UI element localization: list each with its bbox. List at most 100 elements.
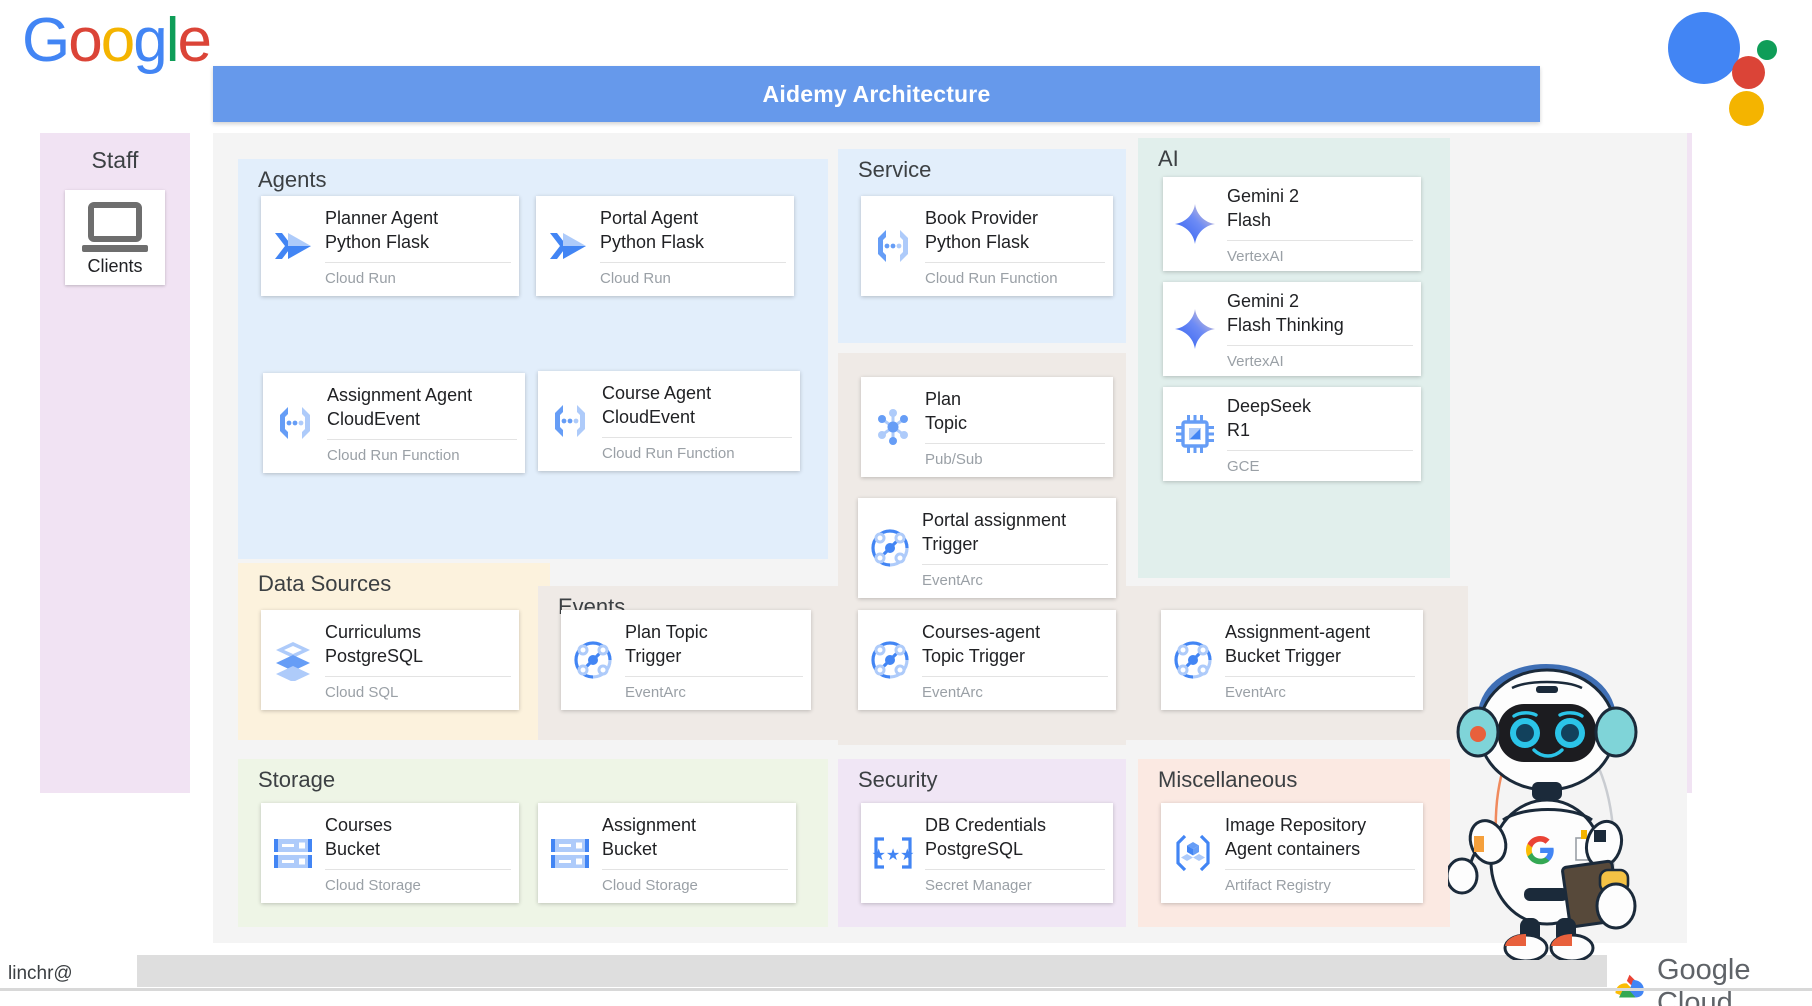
cloud-sql-icon (261, 610, 325, 710)
google-logo-letter-g: G (22, 6, 70, 75)
group-storage-heading: Storage (258, 767, 336, 792)
staff-panel: Staff Clients (40, 133, 190, 793)
gemini-sparkle-icon (1163, 177, 1227, 271)
card-service: Pub/Sub (925, 443, 1105, 476)
staff-clients-label: Clients (87, 256, 143, 276)
cloud-function-icon (263, 373, 327, 473)
staff-clients-card[interactable]: Clients (65, 190, 165, 285)
card-service: Cloud Storage (602, 869, 788, 902)
cloud-run-icon (261, 196, 325, 296)
google-cloud-logo-text: Google Cloud (1656, 954, 1751, 1006)
eventarc-icon (858, 498, 922, 598)
card-service: Secret Manager (925, 869, 1105, 902)
card-service: Cloud Run Function (925, 262, 1105, 295)
card-service: Artifact Registry (1225, 869, 1415, 902)
bucket-icon (261, 803, 325, 903)
eventarc-icon (858, 610, 922, 710)
group-data-sources-heading: Data Sources (258, 571, 392, 596)
google-logo-letter-e: e (177, 6, 212, 75)
google-cloud-logo: Google Cloud (1612, 954, 1812, 1006)
bucket-icon (538, 803, 602, 903)
page-title: Aidemy Architecture (762, 80, 991, 107)
card-service: EventArc (1225, 676, 1415, 709)
chip-icon (1163, 387, 1227, 481)
group-miscellaneous-heading: Miscellaneous (1158, 767, 1298, 792)
cloud-run-icon (536, 196, 600, 296)
secret-manager-icon: ★★★ (861, 803, 925, 903)
staff-panel-heading: Staff (91, 147, 139, 173)
card-service: Cloud Run Function (602, 437, 792, 470)
google-cloud-logo-icon (1615, 974, 1644, 998)
card-service: Cloud SQL (325, 676, 511, 709)
assistant-dot-red (1732, 56, 1765, 89)
card-service: Cloud Run (600, 262, 786, 295)
gemini-sparkle-icon (1163, 282, 1227, 376)
assistant-dot-yellow (1729, 91, 1764, 126)
footer-user: linchr@ (8, 963, 73, 984)
google-cloud-robot-mascot-icon (1445, 630, 1643, 963)
card-service: Cloud Storage (325, 869, 511, 902)
google-assistant-dots-icon (1668, 8, 1792, 126)
card-service: EventArc (922, 564, 1108, 597)
architecture-canvas: AI Agents Service Data Sources Events St… (213, 133, 1687, 943)
pubsub-icon (861, 377, 925, 477)
google-logo-letter-l: l (165, 6, 180, 75)
laptop-icon (82, 202, 148, 252)
group-service-heading: Service (858, 157, 932, 182)
footer-progress-bar (137, 955, 1607, 987)
google-logo-letter-g2: g (133, 6, 168, 75)
eventarc-icon (561, 610, 625, 710)
card-service: VertexAI (1227, 345, 1413, 378)
assistant-dot-blue (1668, 12, 1740, 84)
card-service: EventArc (625, 676, 803, 709)
group-security-heading: Security (858, 767, 938, 792)
card-service: VertexAI (1227, 240, 1413, 273)
group-ai-heading: AI (1158, 146, 1179, 171)
group-agents-heading: Agents (258, 167, 327, 192)
card-service: Cloud Run (325, 262, 511, 295)
cloud-function-icon (861, 196, 925, 296)
artifact-registry-icon (1161, 803, 1225, 903)
card-service: Cloud Run Function (327, 439, 517, 472)
card-service: EventArc (922, 676, 1108, 709)
google-logo-letter-o1: o (68, 6, 103, 75)
diagram-title-bar: Aidemy Architecture (213, 66, 1540, 122)
svg-text:★★★: ★★★ (871, 845, 914, 864)
google-logo-letter-o2: o (100, 6, 136, 75)
